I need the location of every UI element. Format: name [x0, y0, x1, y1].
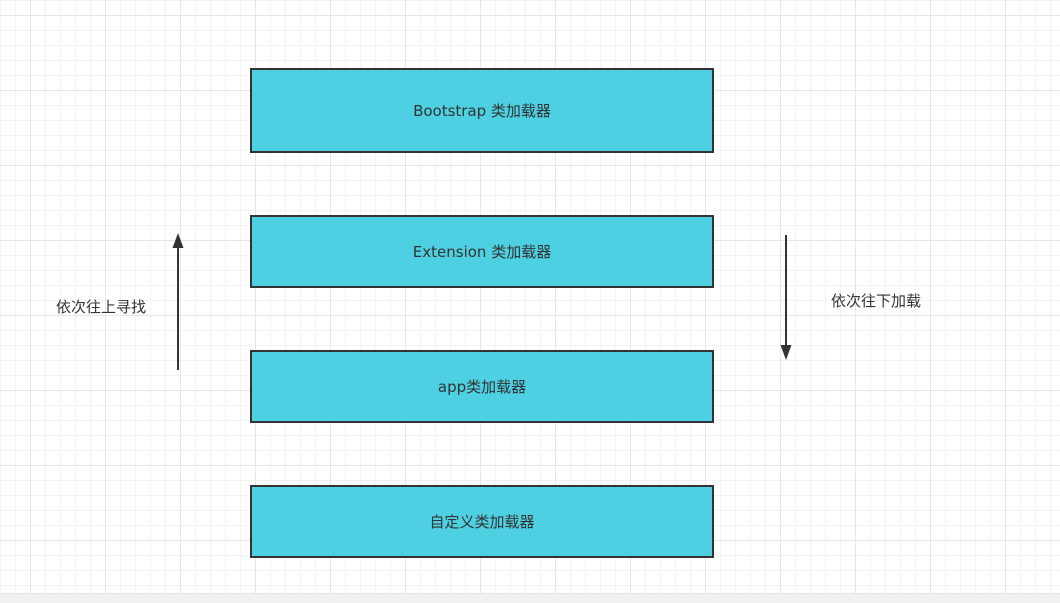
extension-loader-box[interactable]: Extension 类加载器 — [250, 215, 714, 288]
horizontal-scrollbar[interactable] — [0, 593, 1060, 603]
arrow-up-icon[interactable] — [170, 232, 186, 370]
custom-loader-label: 自定义类加载器 — [429, 513, 535, 531]
app-loader-label: app类加载器 — [437, 378, 527, 396]
bootstrap-loader-box[interactable]: Bootstrap 类加载器 — [250, 68, 714, 153]
custom-loader-box[interactable]: 自定义类加载器 — [250, 485, 714, 558]
search-upward-label[interactable]: 依次往上寻找 — [56, 298, 147, 316]
bootstrap-loader-label: Bootstrap 类加载器 — [413, 102, 551, 120]
load-downward-label[interactable]: 依次往下加载 — [831, 292, 922, 310]
app-loader-box[interactable]: app类加载器 — [250, 350, 714, 423]
extension-loader-label: Extension 类加载器 — [412, 243, 552, 261]
arrow-down-icon[interactable] — [778, 235, 794, 361]
